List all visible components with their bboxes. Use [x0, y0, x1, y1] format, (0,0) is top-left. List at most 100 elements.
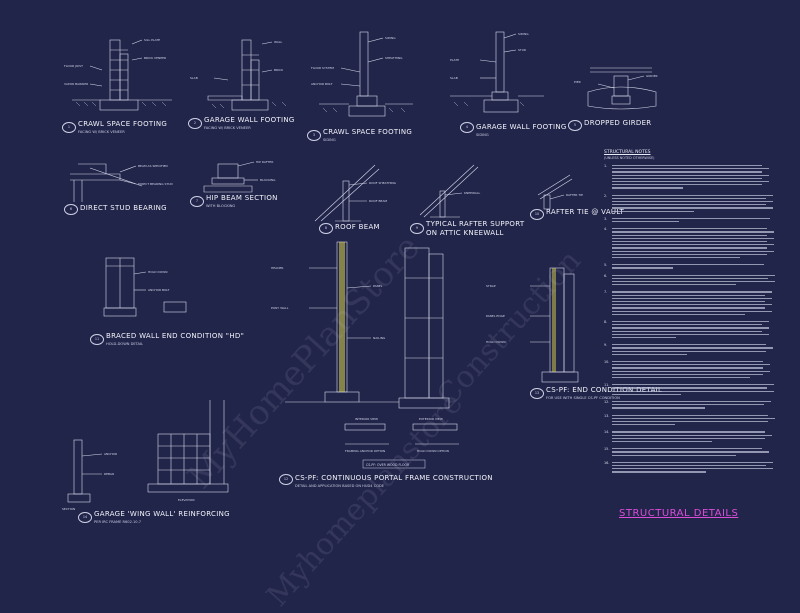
detail-title: RAFTER TIE @ VAULT	[546, 208, 625, 216]
detail-subtitle: FACING W/ BRICK VENEER	[78, 130, 125, 134]
note-text-line	[612, 181, 769, 183]
detail-title: ROOF BEAM	[335, 223, 380, 231]
note-text-line	[612, 294, 765, 296]
hip-beam-section-drawing: HIP RAFTER BLOCKING	[203, 160, 276, 193]
note-text-line	[612, 454, 736, 456]
note-number: 9.	[604, 343, 608, 348]
sheet-label[interactable]: STRUCTURAL DETAILS	[619, 508, 739, 519]
detail-number-bubble: 4	[460, 122, 474, 133]
note-text-line	[612, 177, 762, 179]
note-text-line	[612, 437, 765, 439]
note-text-line	[612, 264, 764, 266]
detail-garage-wall-footing-brick: WALL BRICK SLAB 2 GARAGE WALL FOOTING FA…	[188, 30, 300, 142]
detail-garage-wing-wall: ANCHOR REBAR SECTION ELEVATION 14 GARAGE…	[48, 400, 268, 530]
note-text-line	[612, 256, 740, 259]
svg-text:SIDING: SIDING	[385, 36, 396, 40]
note-text-line	[612, 300, 765, 303]
detail-crawl-space-footing-siding: SIDING SHEATHING FLOOR SYSTEM ANCHOR BOL…	[305, 22, 420, 144]
svg-text:STUD: STUD	[518, 48, 527, 52]
svg-text:REBAR: REBAR	[104, 472, 114, 476]
note-item: 13.	[604, 414, 776, 429]
note-item: 11.	[604, 383, 776, 398]
note-number: 1.	[604, 164, 608, 168]
svg-text:BLOCKING: BLOCKING	[260, 178, 276, 182]
svg-text:ROOF SHEATHING: ROOF SHEATHING	[369, 181, 397, 185]
note-number: 8.	[604, 320, 608, 324]
note-text-line	[612, 350, 766, 352]
svg-text:BRICK VENEER: BRICK VENEER	[144, 56, 166, 60]
note-text-line	[612, 440, 712, 443]
detail-title: CRAWL SPACE FOOTING	[323, 128, 413, 136]
note-item: 7.	[604, 290, 776, 318]
note-item: 2.	[604, 194, 776, 215]
svg-text:KNEEWALL: KNEEWALL	[464, 191, 481, 195]
notes-title: STRUCTURAL NOTES	[604, 150, 651, 155]
note-text-line	[612, 404, 764, 406]
note-text-line	[612, 370, 770, 372]
note-text-line	[612, 274, 775, 276]
note-item: 14.	[604, 430, 776, 445]
note-text-line	[612, 194, 773, 196]
note-text-line	[612, 390, 774, 392]
braced-wall-end-drawing: HOLD DOWN ANCHOR BOLT	[103, 257, 187, 317]
note-text-line	[612, 307, 765, 309]
detail-cs-pf-portal-frame: HEADER PONY WALL PANEL NAILING INTERIOR …	[265, 238, 493, 498]
note-text-line	[612, 240, 767, 243]
svg-text:ROOF BEAM: ROOF BEAM	[369, 199, 387, 203]
note-text-line	[612, 361, 763, 363]
note-item: 4.	[604, 227, 776, 261]
note-text-line	[612, 434, 772, 436]
svg-text:RAFTER TIE: RAFTER TIE	[566, 193, 583, 197]
detail-title: GARAGE WALL FOOTING	[204, 116, 295, 124]
detail-title: CS-PF: CONTINUOUS PORTAL FRAME CONSTRUCT…	[295, 474, 493, 482]
note-text-line	[612, 384, 774, 386]
svg-text:HOLD DOWN: HOLD DOWN	[486, 340, 505, 344]
garage-wall-footing-drawing: WALL BRICK SLAB	[190, 39, 287, 111]
roof-beam-drawing: ROOF SHEATHING ROOF BEAM	[314, 164, 397, 222]
note-item: 12.	[604, 400, 776, 412]
note-text-line	[612, 277, 768, 279]
note-text-line	[612, 424, 675, 426]
note-text-line	[612, 407, 705, 409]
note-text-line	[612, 313, 745, 315]
detail-crawl-space-footing-brick: SILL PLATE BRICK VENEER FLOOR JOIST VAPO…	[62, 30, 187, 142]
note-text-line	[612, 420, 768, 423]
note-text-line	[612, 291, 772, 293]
note-text-line	[612, 461, 773, 463]
note-text-line	[612, 207, 773, 209]
note-text-line	[612, 324, 762, 326]
detail-number-bubble: 14	[78, 512, 92, 523]
dropped-girder-drawing: GIRDER PIER	[574, 67, 658, 110]
detail-number-bubble: 1	[62, 122, 76, 133]
note-text-line	[612, 228, 767, 230]
svg-text:PANEL EDGE: PANEL EDGE	[486, 314, 505, 318]
detail-number-bubble: 12	[279, 474, 293, 485]
note-text-line	[612, 174, 769, 176]
exterior-view-label: EXTERIOR VIEW	[419, 417, 443, 421]
interior-view-label: INTERIOR VIEW	[355, 417, 378, 421]
detail-subtitle: WITH BLOCKING	[206, 204, 236, 208]
crawl-space-footing-drawing: SILL PLATE BRICK VENEER FLOOR JOIST VAPO…	[64, 38, 172, 111]
detail-title: TYPICAL RAFTER SUPPORT	[426, 220, 525, 228]
section-label: SECTION	[62, 507, 75, 511]
note-text-line	[612, 253, 767, 255]
detail-garage-wall-footing-siding: SIDING STUD PLATE SLAB 4 GARAGE WALL FOO…	[420, 22, 566, 144]
note-text-line	[612, 280, 775, 283]
detail-cs-pf-end-condition: STRAP PANEL EDGE HOLD DOWN 13 CS-PF: END…	[480, 262, 662, 412]
svg-text:SIDING: SIDING	[518, 32, 529, 36]
note-text-line	[612, 448, 762, 450]
detail-number-bubble: 8	[319, 223, 333, 234]
note-number: 10.	[604, 360, 610, 364]
detail-title-line2: ON ATTIC KNEEWALL	[426, 229, 504, 237]
note-item: 10.	[604, 360, 776, 381]
note-text-line	[612, 200, 773, 203]
svg-text:BRICK: BRICK	[274, 68, 284, 72]
svg-text:NAILING: NAILING	[373, 336, 386, 340]
note-number: 16.	[604, 460, 610, 465]
note-text-line	[612, 367, 763, 369]
detail-number-bubble: 13	[530, 388, 544, 399]
garage-wall-footing-siding-drawing: SIDING STUD PLATE SLAB	[450, 31, 544, 113]
note-text-line	[612, 244, 774, 246]
svg-text:PIER: PIER	[574, 80, 581, 84]
note-text-line	[612, 220, 679, 223]
